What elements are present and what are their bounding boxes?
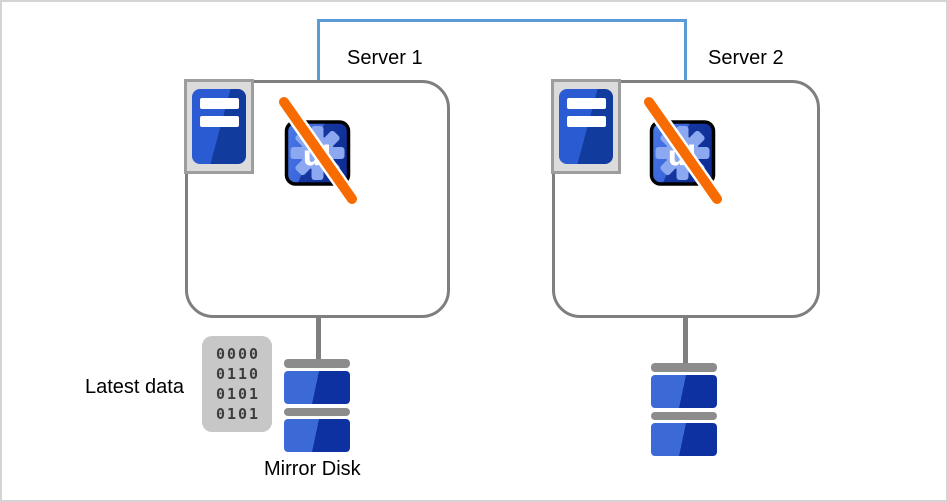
mirror-disk-icon xyxy=(284,359,350,452)
mirror-disk-icon xyxy=(651,363,717,456)
tower-body xyxy=(559,89,613,164)
mirror-disk-label: Mirror Disk xyxy=(264,458,361,480)
server-2-box xyxy=(552,80,820,318)
tower-slot xyxy=(200,116,239,127)
slash-overlay-icon xyxy=(644,97,722,204)
disk-platter xyxy=(651,375,717,408)
stopped-application-icon: ul xyxy=(276,94,360,207)
disk-platter xyxy=(284,371,350,404)
disk-cap xyxy=(284,408,350,416)
disk-platter xyxy=(651,423,717,456)
disk-platter xyxy=(284,419,350,452)
tower-slot xyxy=(567,98,606,109)
interconnect-line xyxy=(317,19,687,82)
server-1-label: Server 1 xyxy=(347,47,423,69)
disk-cap xyxy=(284,359,350,368)
binary-row: 0101 xyxy=(215,405,261,423)
slash-overlay-icon xyxy=(279,97,357,204)
server-tower-icon xyxy=(184,79,254,174)
server-2-label: Server 2 xyxy=(708,47,784,69)
binary-data-icon: 0000 0110 0101 0101 xyxy=(202,336,272,432)
tower-body xyxy=(192,89,246,164)
disk-cap xyxy=(651,363,717,372)
disk-cap xyxy=(651,412,717,420)
latest-data-label: Latest data xyxy=(85,376,184,398)
stopped-application-icon: ul xyxy=(641,94,725,207)
tower-slot xyxy=(567,116,606,127)
binary-row: 0110 xyxy=(215,365,261,383)
server-tower-icon xyxy=(551,79,621,174)
tower-slot xyxy=(200,98,239,109)
binary-row: 0000 xyxy=(215,345,261,363)
binary-row: 0101 xyxy=(215,385,261,403)
